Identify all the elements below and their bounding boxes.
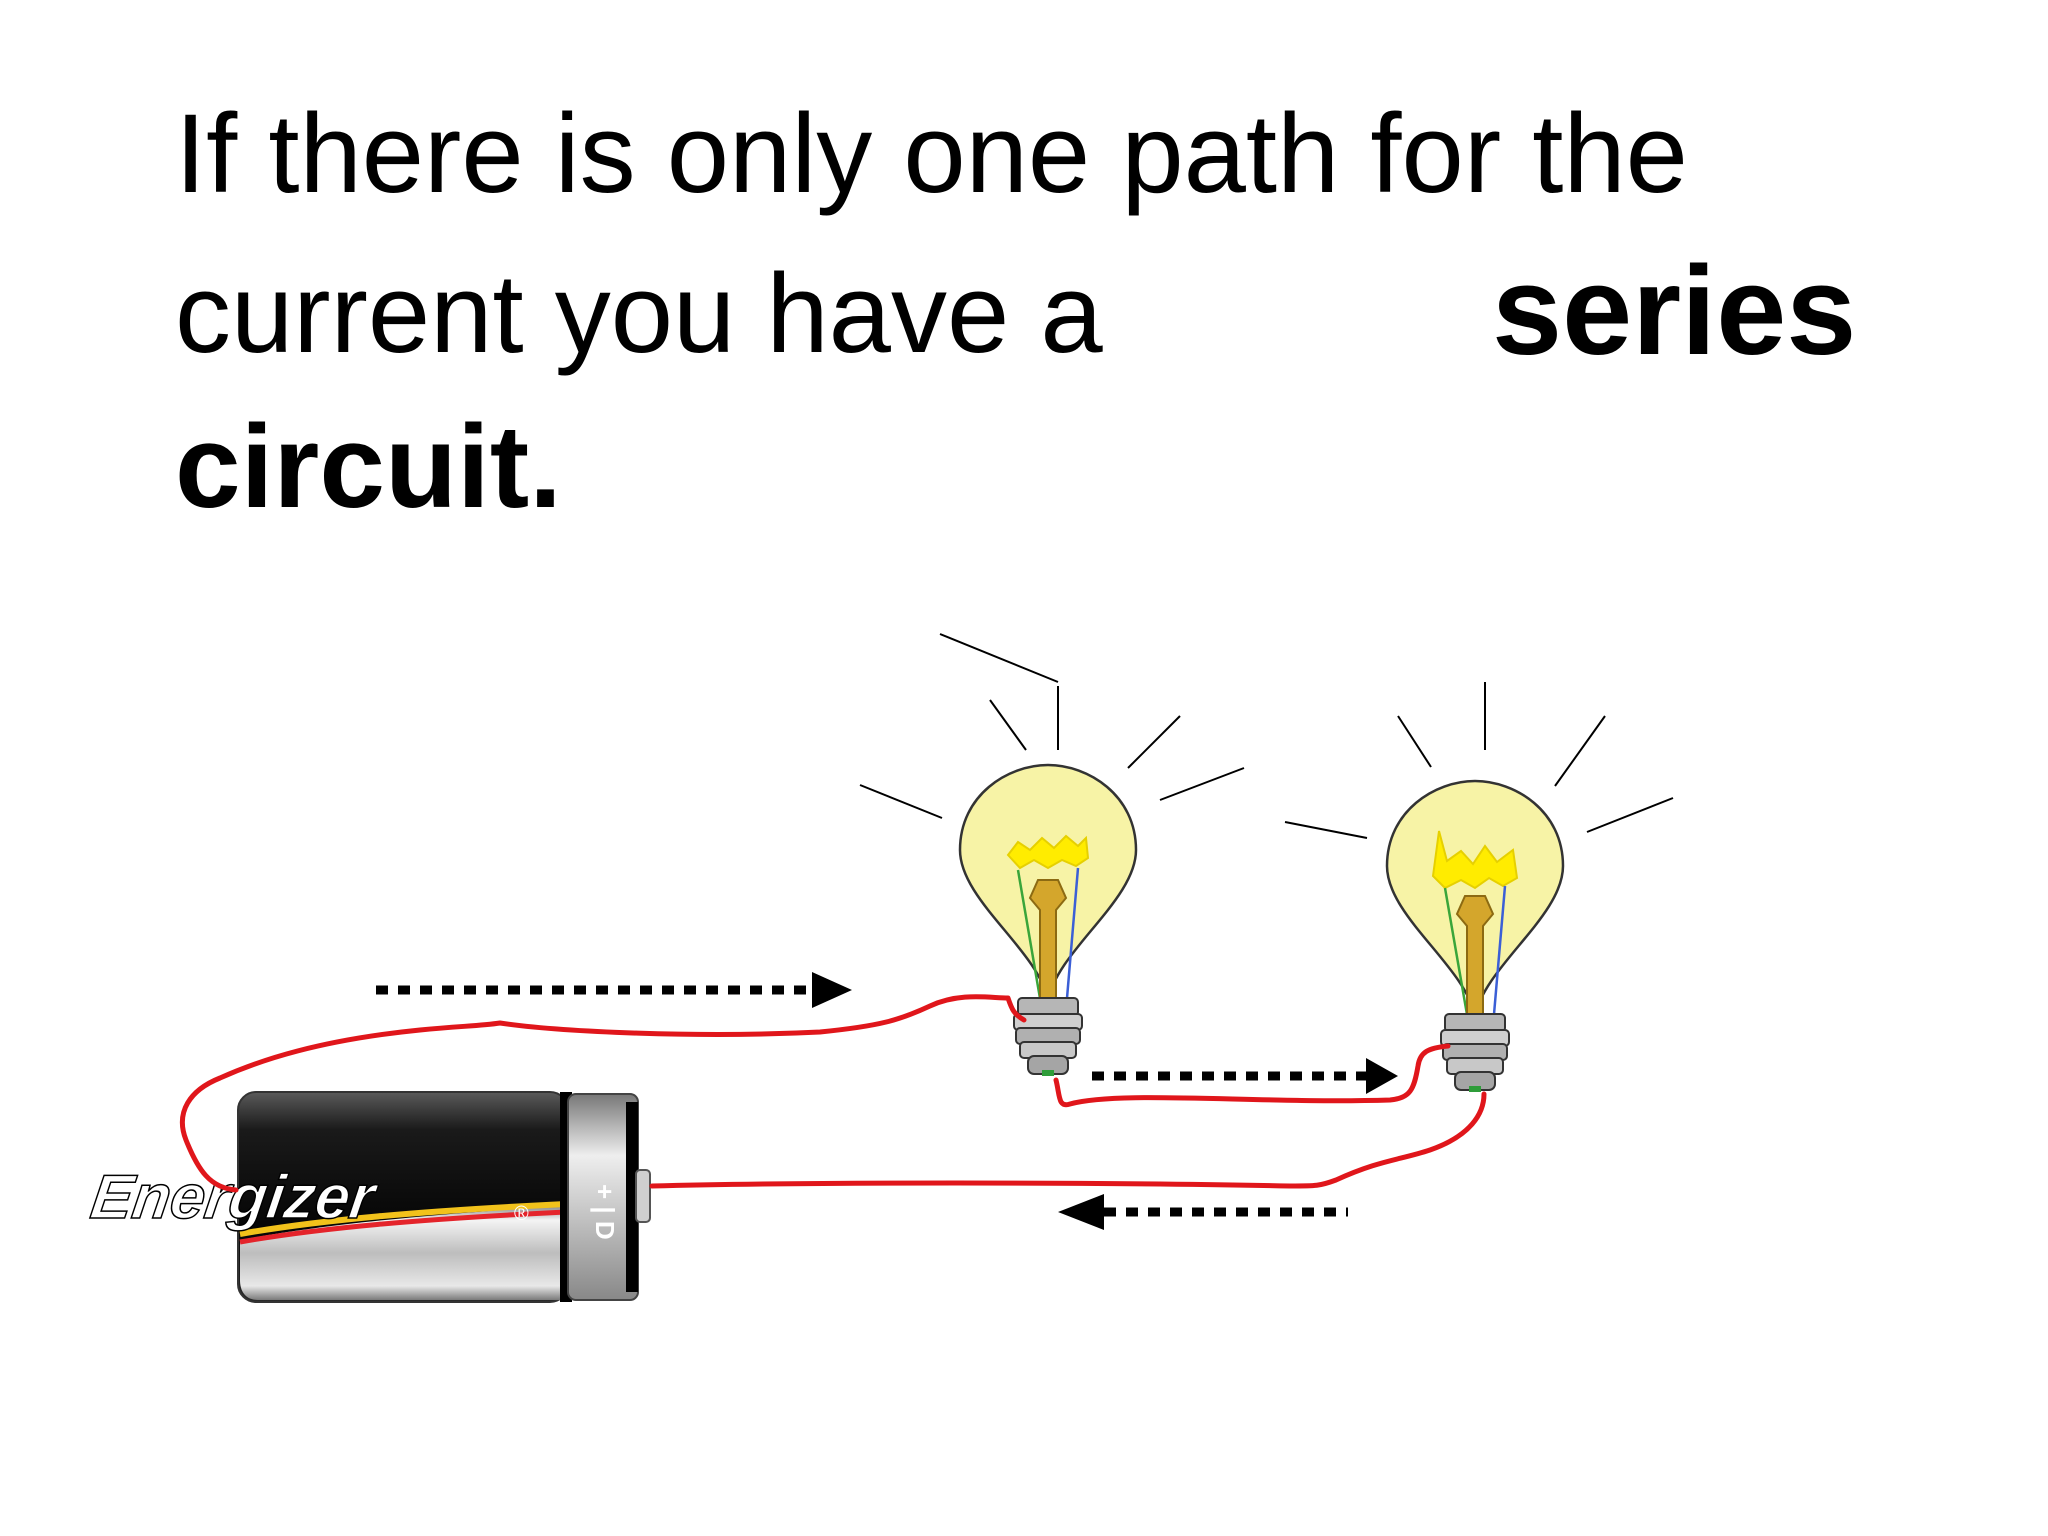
series-keyword: series [1492, 240, 1857, 381]
light-ray [1586, 797, 1674, 833]
light-ray [1127, 715, 1181, 769]
light-bulb-icon [859, 633, 1245, 1076]
light-ray [859, 784, 943, 819]
d-cell-battery-icon: Energizer ® + | D [86, 1091, 651, 1303]
wire-bulb1-to-bulb2 [1053, 1043, 1451, 1108]
battery-registered-mark: ® [514, 1203, 529, 1225]
wire-battery-to-bulb1 [179, 994, 1027, 1193]
light-ray [1159, 767, 1245, 801]
bulb-filament-glow [1431, 830, 1519, 890]
dotted-arrow-icon [1058, 1194, 1348, 1230]
battery-stripe-yellow [239, 1201, 567, 1237]
battery-stripe-red [239, 1209, 567, 1245]
dotted-arrow-icon [1092, 1058, 1398, 1094]
circuit-keyword: circuit. [175, 401, 562, 533]
light-ray [939, 633, 1059, 683]
statement-line-1: If there is only one path for the [175, 91, 1688, 216]
wire-bulb2-to-battery [649, 1091, 1487, 1189]
current-arrows [376, 972, 1398, 1230]
light-ray [1397, 715, 1432, 768]
battery-brand: Energizer [87, 1163, 383, 1232]
slide-text: If there is only one path for the curren… [0, 0, 2048, 600]
dotted-arrow-icon [376, 972, 852, 1008]
light-ray [989, 699, 1027, 751]
light-bulb-icon [1284, 682, 1674, 1092]
battery-terminal-label: + | D [590, 1184, 620, 1240]
light-rays [1284, 682, 1674, 839]
light-rays [859, 633, 1245, 819]
bulb-filament-glow [1006, 834, 1090, 870]
bulb-screw-base [1440, 1013, 1510, 1092]
circuit-wires [179, 994, 1487, 1193]
light-ray [1554, 715, 1606, 787]
bulb-screw-base [1013, 997, 1083, 1076]
battery-positive-terminal [635, 1169, 651, 1223]
light-ray [1284, 821, 1368, 839]
statement-line-2: current you have a [175, 251, 1103, 376]
